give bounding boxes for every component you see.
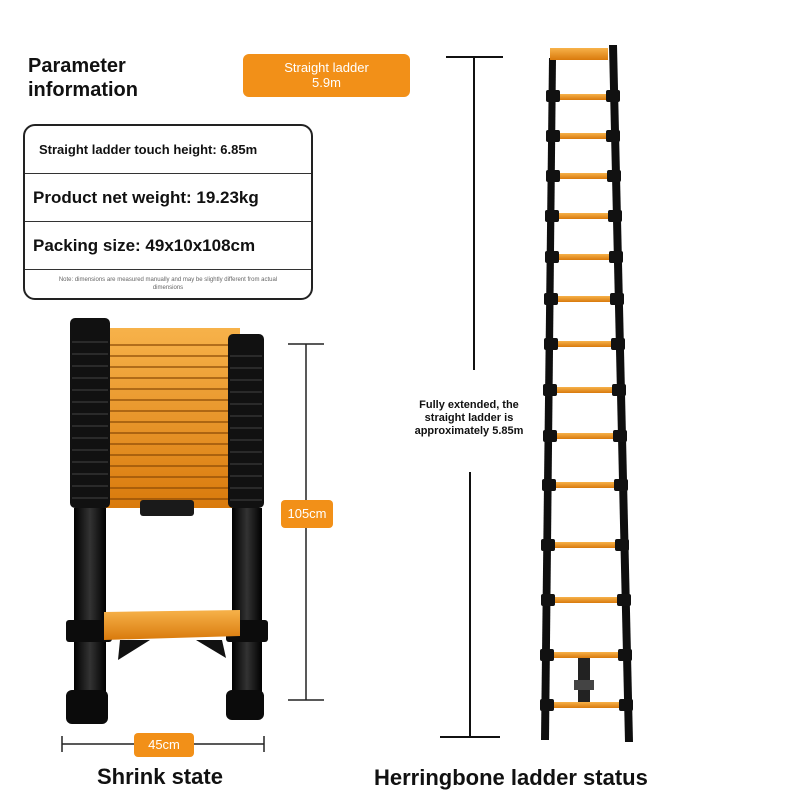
height-dimension-line (288, 343, 324, 701)
width-label: 45cm (134, 733, 194, 757)
straight-ladder-badge: Straight ladder 5.9m (243, 54, 410, 97)
extended-length-note: Fully extended, the straight ladder is a… (414, 399, 524, 437)
spec-table: Straight ladder touch height: 6.85m Prod… (23, 124, 313, 300)
shrink-state-caption: Shrink state (97, 764, 223, 789)
spec-net-weight: Product net weight: 19.23kg (25, 174, 311, 222)
spec-note: Note: dimensions are measured manually a… (58, 277, 278, 291)
badge-line-2: 5.9m (312, 75, 341, 90)
parameter-title: Parameter information (28, 55, 138, 101)
width-dimension-line (61, 736, 265, 752)
extended-dimension-line (440, 56, 503, 738)
collapsed-ladder (66, 318, 268, 724)
spec-packing-size: Packing size: 49x10x108cm (25, 222, 311, 270)
extended-ladder (540, 45, 633, 742)
herringbone-caption: Herringbone ladder status (374, 765, 648, 790)
badge-line-1: Straight ladder (284, 60, 369, 75)
height-label: 105cm (281, 500, 333, 528)
spec-touch-height: Straight ladder touch height: 6.85m (25, 126, 311, 174)
